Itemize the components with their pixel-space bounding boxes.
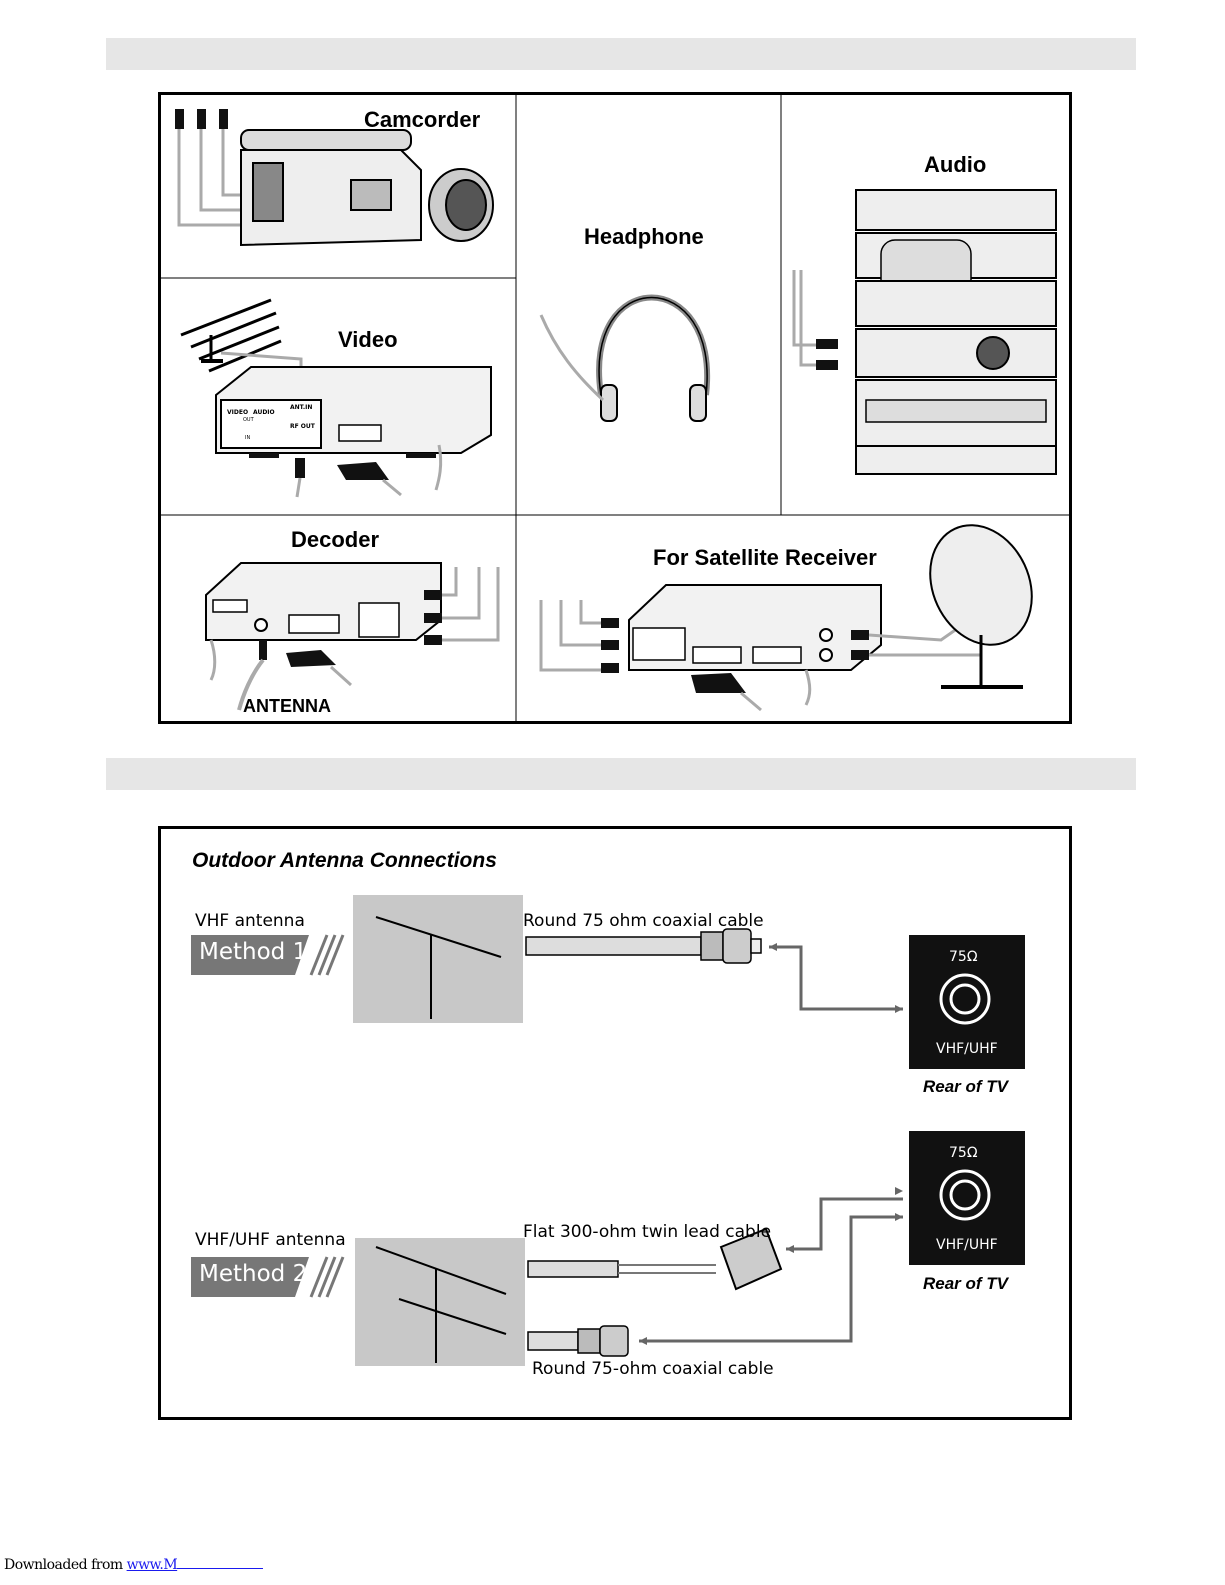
vcr-ant-in-label: ANT.IN — [290, 404, 313, 411]
tv-socket-1 — [909, 935, 1025, 1069]
header-band-top — [106, 38, 1136, 70]
vhf-antenna-photo — [353, 895, 523, 1023]
method-1-antenna-label: VHF antenna — [195, 911, 305, 931]
audio-illustration — [792, 189, 1057, 475]
method-1-badge-shape — [191, 934, 345, 976]
download-footer: Downloaded from www.M — [4, 1557, 264, 1573]
round-coax-cable-label: Round 75-ohm coaxial cable — [532, 1359, 774, 1379]
method-2-badge: Method 2 — [199, 1261, 308, 1287]
antenna-panel: Outdoor Antenna Connections VHF antenna … — [158, 826, 1072, 1420]
headphone-label: Headphone — [584, 224, 704, 249]
tv-socket-2-ohm: 75Ω — [949, 1145, 978, 1161]
twin-lead-cable — [527, 1187, 903, 1329]
connections-panel: Camcorder Headphone Audio Video Decoder … — [158, 92, 1072, 724]
method-1-badge: Method 1 — [199, 939, 308, 965]
tv-socket-2 — [909, 1131, 1025, 1265]
rear-of-tv-label-2: Rear of TV — [923, 1274, 1009, 1293]
video-label: Video — [338, 327, 398, 352]
rear-of-tv-label-1: Rear of TV — [923, 1077, 1009, 1096]
coax-cable-method-2 — [527, 1325, 853, 1357]
method-2-badge-shape — [191, 1256, 345, 1298]
satellite-label: For Satellite Receiver — [653, 545, 877, 570]
antenna-diagram — [191, 895, 1025, 1366]
camcorder-label: Camcorder — [364, 107, 481, 132]
headphone-illustration — [539, 294, 711, 422]
decoder-illustration — [205, 562, 500, 711]
footer-link[interactable]: www.M — [126, 1557, 178, 1573]
tv-socket-1-ohm: 75Ω — [949, 949, 978, 965]
coax-cable-method-1 — [525, 928, 903, 1013]
method-1-cable-label: Round 75 ohm coaxial cable — [523, 911, 764, 931]
camcorder-illustration — [175, 109, 494, 247]
tv-socket-1-band: VHF/UHF — [936, 1041, 998, 1057]
vcr-out-jack-label: OUT — [243, 417, 254, 423]
satellite-illustration — [539, 524, 1033, 712]
vhf-uhf-antenna-photo — [355, 1238, 525, 1366]
decoder-antenna-label: ANTENNA — [243, 696, 331, 716]
antenna-section-title: Outdoor Antenna Connections — [192, 849, 497, 872]
connections-diagram — [161, 95, 1069, 721]
vcr-in-jack-label: IN — [245, 435, 251, 441]
method-2-antenna-label: VHF/UHF antenna — [195, 1230, 346, 1250]
footer-prefix: Downloaded from — [4, 1557, 127, 1573]
vcr-video-jack-label: VIDEO — [227, 409, 249, 416]
audio-label: Audio — [924, 152, 987, 177]
tv-socket-2-band: VHF/UHF — [936, 1237, 998, 1253]
vcr-rf-out-label: RF OUT — [290, 423, 315, 430]
header-band-middle — [106, 758, 1136, 790]
video-illustration — [180, 298, 492, 498]
footer-underline-pad — [177, 1558, 264, 1569]
twin-lead-cable-label: Flat 300-ohm twin lead cable — [523, 1222, 772, 1242]
decoder-label: Decoder — [291, 527, 380, 552]
vcr-audio-jack-label: AUDIO — [253, 409, 275, 416]
